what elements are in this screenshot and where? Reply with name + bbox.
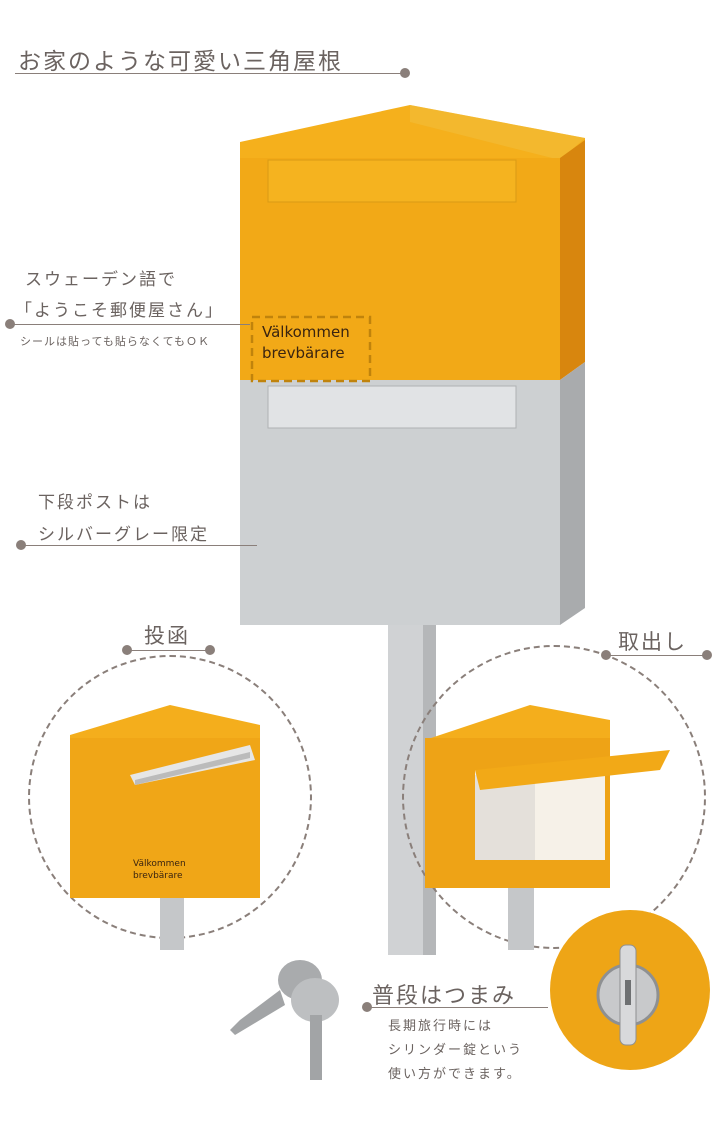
knob-callout-title: 普段はつまみ bbox=[372, 984, 517, 1009]
retrieve-label: 取出し bbox=[618, 630, 687, 654]
sticker-line-2: brevbärare bbox=[262, 344, 345, 362]
retrieve-underline bbox=[607, 655, 707, 656]
retrieve-detail-circle bbox=[402, 645, 706, 949]
sticker-callout-line bbox=[12, 324, 250, 325]
lock-detail-circle bbox=[550, 910, 710, 1070]
lock-knob-icon bbox=[596, 944, 660, 1046]
insert-detail-image bbox=[70, 705, 260, 950]
knob-callout-body: 長期旅行時には シリンダー錠という 使い方ができます。 bbox=[388, 1015, 523, 1087]
sticker-line-1: Välkommen bbox=[262, 323, 350, 341]
knob-callout-line-1: 長期旅行時には bbox=[388, 1019, 494, 1034]
headline-underline bbox=[15, 73, 405, 74]
insert-detail-sticker: Välkommen brevbärare bbox=[133, 858, 186, 882]
knob-callout-dot bbox=[362, 1002, 372, 1012]
mailbox-illustration bbox=[240, 105, 585, 955]
lower-callout-line-2: シルバーグレー限定 bbox=[38, 525, 209, 545]
insert-sticker-line-1: Välkommen bbox=[133, 859, 186, 869]
insert-label: 投函 bbox=[144, 624, 190, 648]
sticker-callout-note: シールは貼っても貼らなくてもＯＫ bbox=[20, 335, 211, 348]
knob-callout-line-2: シリンダー錠という bbox=[388, 1043, 524, 1058]
knob-callout-line bbox=[368, 1007, 548, 1008]
lower-callout-line bbox=[22, 545, 257, 546]
insert-underline bbox=[128, 650, 210, 651]
sticker-text: Välkommen brevbärare bbox=[262, 322, 350, 364]
roof-headline: お家のような可愛い三角屋根 bbox=[18, 49, 343, 75]
keys-image bbox=[230, 960, 339, 1080]
lower-callout-line-1: 下段ポストは bbox=[38, 493, 152, 513]
insert-dot-right bbox=[205, 645, 215, 655]
headline-dot bbox=[400, 68, 410, 78]
sticker-area bbox=[250, 315, 372, 383]
insert-sticker-line-2: brevbärare bbox=[133, 871, 183, 881]
lower-callout-dot bbox=[16, 540, 26, 550]
retrieve-detail-image bbox=[425, 705, 670, 950]
roof bbox=[240, 105, 585, 160]
sticker-callout-line-1: スウェーデン語で bbox=[25, 270, 177, 290]
insert-dot-left bbox=[122, 645, 132, 655]
knob-callout-line-3: 使い方ができます。 bbox=[388, 1067, 522, 1082]
sticker-callout-line-2: 「ようこそ郵便屋さん」 bbox=[15, 301, 224, 321]
retrieve-dot-right bbox=[702, 650, 712, 660]
sticker-callout-dot bbox=[5, 319, 15, 329]
